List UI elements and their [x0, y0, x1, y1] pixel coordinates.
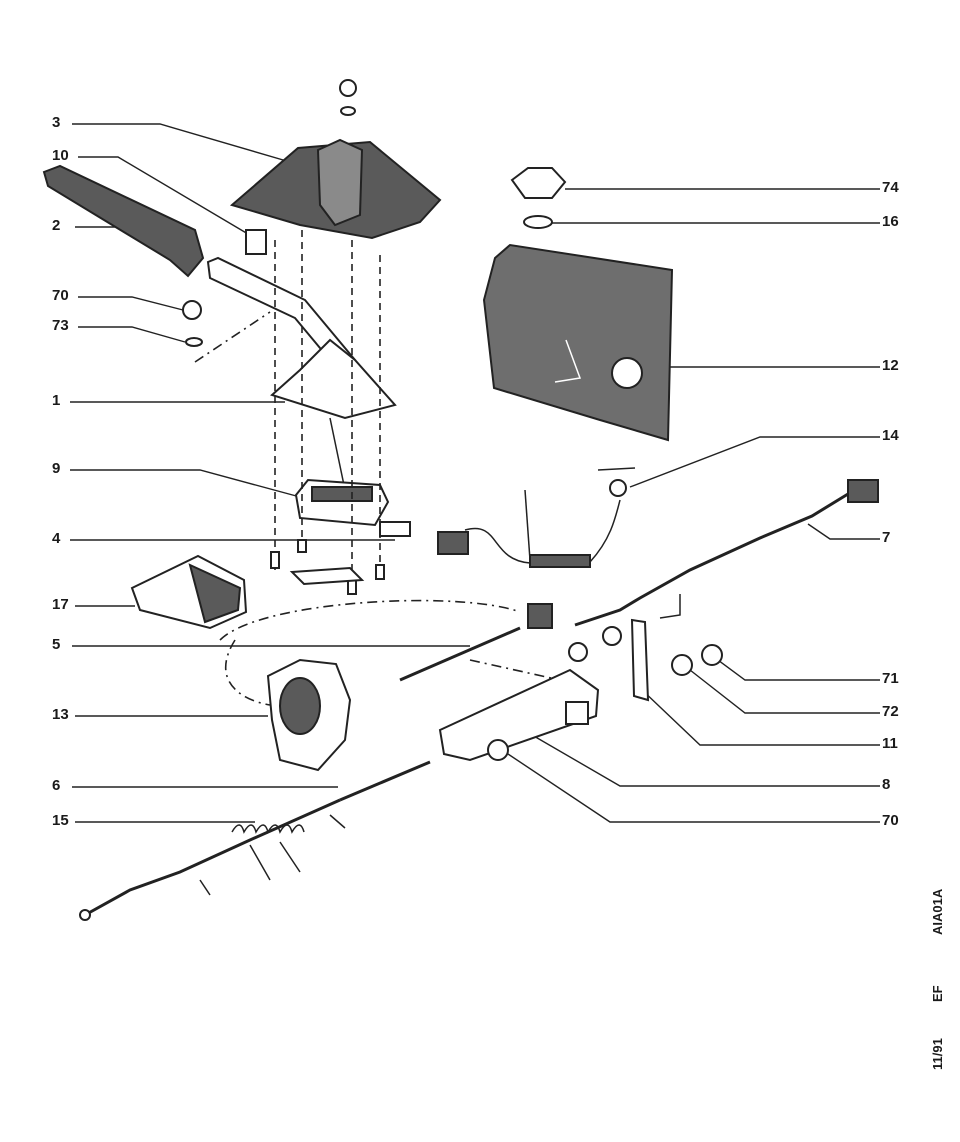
nut-washer-left	[182, 300, 271, 363]
callout-74: 74	[882, 179, 899, 196]
page-ref: EF	[930, 985, 945, 1002]
nut-washer-right	[510, 167, 567, 229]
lever-grip	[42, 164, 205, 278]
callout-13: 13	[52, 706, 69, 723]
callout-73: 73	[52, 317, 69, 334]
callout-8: 8	[882, 776, 891, 793]
callout-15: 15	[52, 812, 69, 829]
callout-70-right: 70	[882, 812, 899, 829]
switch-connector	[379, 467, 636, 568]
right-cable	[574, 479, 879, 627]
leader-lines-right	[504, 188, 880, 823]
callout-3: 3	[52, 114, 61, 131]
callout-2: 2	[52, 217, 61, 234]
callout-72: 72	[882, 703, 899, 720]
callout-11: 11	[882, 735, 898, 752]
heat-shield	[482, 243, 674, 442]
gaiter-boot	[294, 478, 390, 527]
leader-lines-left	[70, 123, 470, 823]
bracket-17	[130, 554, 248, 630]
diagram-code: AIA01A	[930, 888, 945, 935]
rear-cable	[79, 760, 431, 921]
callout-14: 14	[882, 427, 899, 444]
support-plate	[602, 594, 723, 702]
callout-5: 5	[52, 636, 61, 653]
console-cover	[229, 79, 442, 240]
callout-71: 71	[882, 670, 899, 687]
issue-date: 11/91	[930, 1038, 945, 1070]
callout-10: 10	[52, 147, 69, 164]
switch-part	[245, 229, 267, 255]
callout-9: 9	[52, 460, 61, 477]
callout-7: 7	[882, 529, 891, 546]
callout-12: 12	[882, 357, 899, 374]
callout-17: 17	[52, 596, 69, 613]
left-cable	[219, 599, 561, 706]
bolt-guides	[270, 230, 385, 595]
guide-housing	[266, 658, 352, 772]
equaliser-bar	[438, 642, 600, 762]
callout-1: 1	[52, 392, 61, 409]
callout-4: 4	[52, 530, 61, 547]
callout-70-left: 70	[52, 287, 69, 304]
callout-6: 6	[52, 777, 61, 794]
callout-16: 16	[882, 213, 899, 230]
